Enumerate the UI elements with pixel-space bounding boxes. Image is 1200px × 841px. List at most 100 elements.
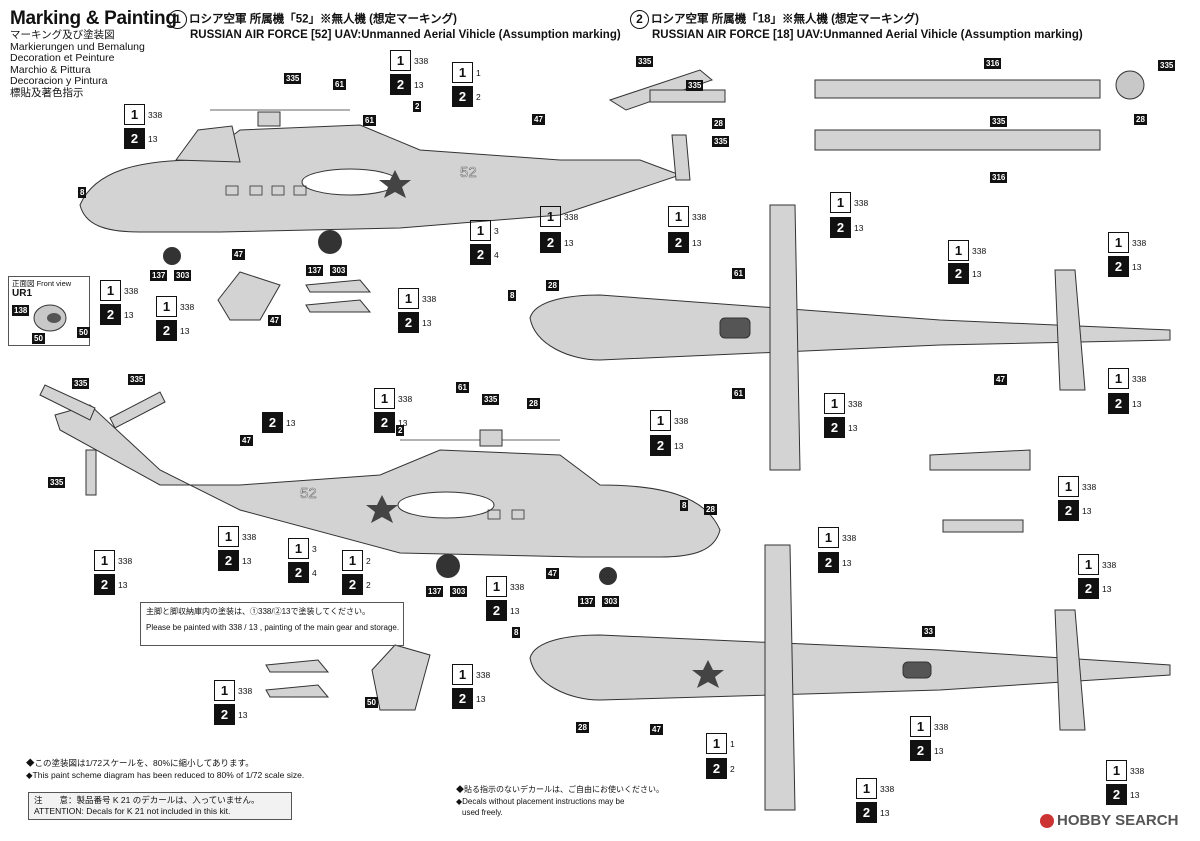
- tag-137-b: 137: [306, 265, 324, 276]
- tag-335-d: 335: [712, 136, 730, 147]
- tag-50-a: 50: [32, 333, 45, 344]
- tag-47-a: 47: [532, 114, 545, 125]
- code-2: 2: [366, 555, 371, 566]
- num-1: 1: [288, 538, 309, 559]
- num-2: 2: [214, 704, 235, 725]
- code-3: 3: [494, 225, 499, 236]
- code-338: 338: [1082, 481, 1097, 492]
- attention-box: [28, 792, 292, 820]
- variant2-jp: ロシア空軍 所属機「18」※無人機 (想定マーキング): [651, 13, 919, 26]
- tag-137-d: 137: [578, 596, 596, 607]
- code-338: 338: [1102, 559, 1117, 570]
- tag-335-g: 335: [72, 378, 90, 389]
- tag-335-a: 335: [284, 73, 302, 84]
- subtitle-cn: 標貼及著色指示: [10, 86, 84, 99]
- num-2: 2: [124, 128, 145, 149]
- subtitle-list: マーキング及び塗装図 Markierungen und Bemalung Dec…: [10, 29, 145, 100]
- code-13: 13: [286, 417, 296, 428]
- num-2: 2: [706, 758, 727, 779]
- num-1: 1: [1106, 760, 1127, 781]
- scale-note-jp: ◆この塗装図は1/72スケールを、80%に縮小してあります。: [26, 758, 254, 768]
- bottom-view: [529, 544, 1171, 811]
- code-13: 13: [692, 237, 702, 248]
- tag-61-e: 61: [456, 382, 469, 393]
- code-2: 2: [730, 763, 735, 774]
- num-1: 1: [1078, 554, 1099, 575]
- code-338: 338: [692, 211, 707, 222]
- code-13: 13: [972, 268, 982, 279]
- tag-50-c: 50: [365, 697, 378, 708]
- main-gear-note-en-b: 338 /: [228, 623, 247, 632]
- code-13: 13: [674, 440, 684, 451]
- code-338: 338: [972, 245, 987, 256]
- num-1: 1: [342, 550, 363, 571]
- tag-47-f: 47: [546, 568, 559, 579]
- code-1: 1: [476, 67, 481, 78]
- subtitle-jp: マーキング及び塗装図: [10, 29, 115, 41]
- tag-2-b: 2: [396, 425, 405, 436]
- code-13: 13: [242, 555, 252, 566]
- tag-303-d: 303: [602, 596, 620, 607]
- tag-8-d: 8: [512, 627, 521, 638]
- num-2: 2: [1058, 500, 1079, 521]
- side-code-upper: 52: [460, 164, 477, 181]
- tag-8-c: 8: [680, 500, 689, 511]
- tag-61-c: 61: [732, 268, 745, 279]
- num-2: 2: [910, 740, 931, 761]
- num-2: 2: [100, 304, 121, 325]
- tag-28-b: 28: [1134, 114, 1147, 125]
- code-13: 13: [398, 417, 408, 428]
- code-13: 13: [1132, 261, 1142, 272]
- num-2: 2: [470, 244, 491, 265]
- variant1-jp: ロシア空軍 所属機「52」※無人機 (想定マーキング): [189, 13, 457, 26]
- num-1: 1: [856, 778, 877, 799]
- code-338: 338: [510, 581, 525, 592]
- num-1: 1: [100, 280, 121, 301]
- tag-61-a: 61: [333, 79, 346, 90]
- variant1-en: RUSSIAN AIR FORCE [52] UAV:Unmanned Aeri…: [190, 29, 621, 41]
- num-2: 2: [390, 74, 411, 95]
- main-gear-note-box: [140, 602, 404, 646]
- code-338: 338: [848, 398, 863, 409]
- tag-47-d: 47: [994, 374, 1007, 385]
- num-1: 1: [398, 288, 419, 309]
- num-2: 2: [948, 263, 969, 284]
- front-view-part: UR1: [12, 288, 33, 299]
- code-338: 338: [854, 197, 869, 208]
- watermark-text: HOBBY SEARCH: [1057, 812, 1179, 829]
- tag-335-e: 335: [990, 116, 1008, 127]
- num-2: 2: [1106, 784, 1127, 805]
- code-13: 13: [1132, 398, 1142, 409]
- tag-303-b: 303: [330, 265, 348, 276]
- num-2: 2: [218, 550, 239, 571]
- code-338: 338: [118, 555, 133, 566]
- num-1: 1: [824, 393, 845, 414]
- code-338: 338: [934, 721, 949, 732]
